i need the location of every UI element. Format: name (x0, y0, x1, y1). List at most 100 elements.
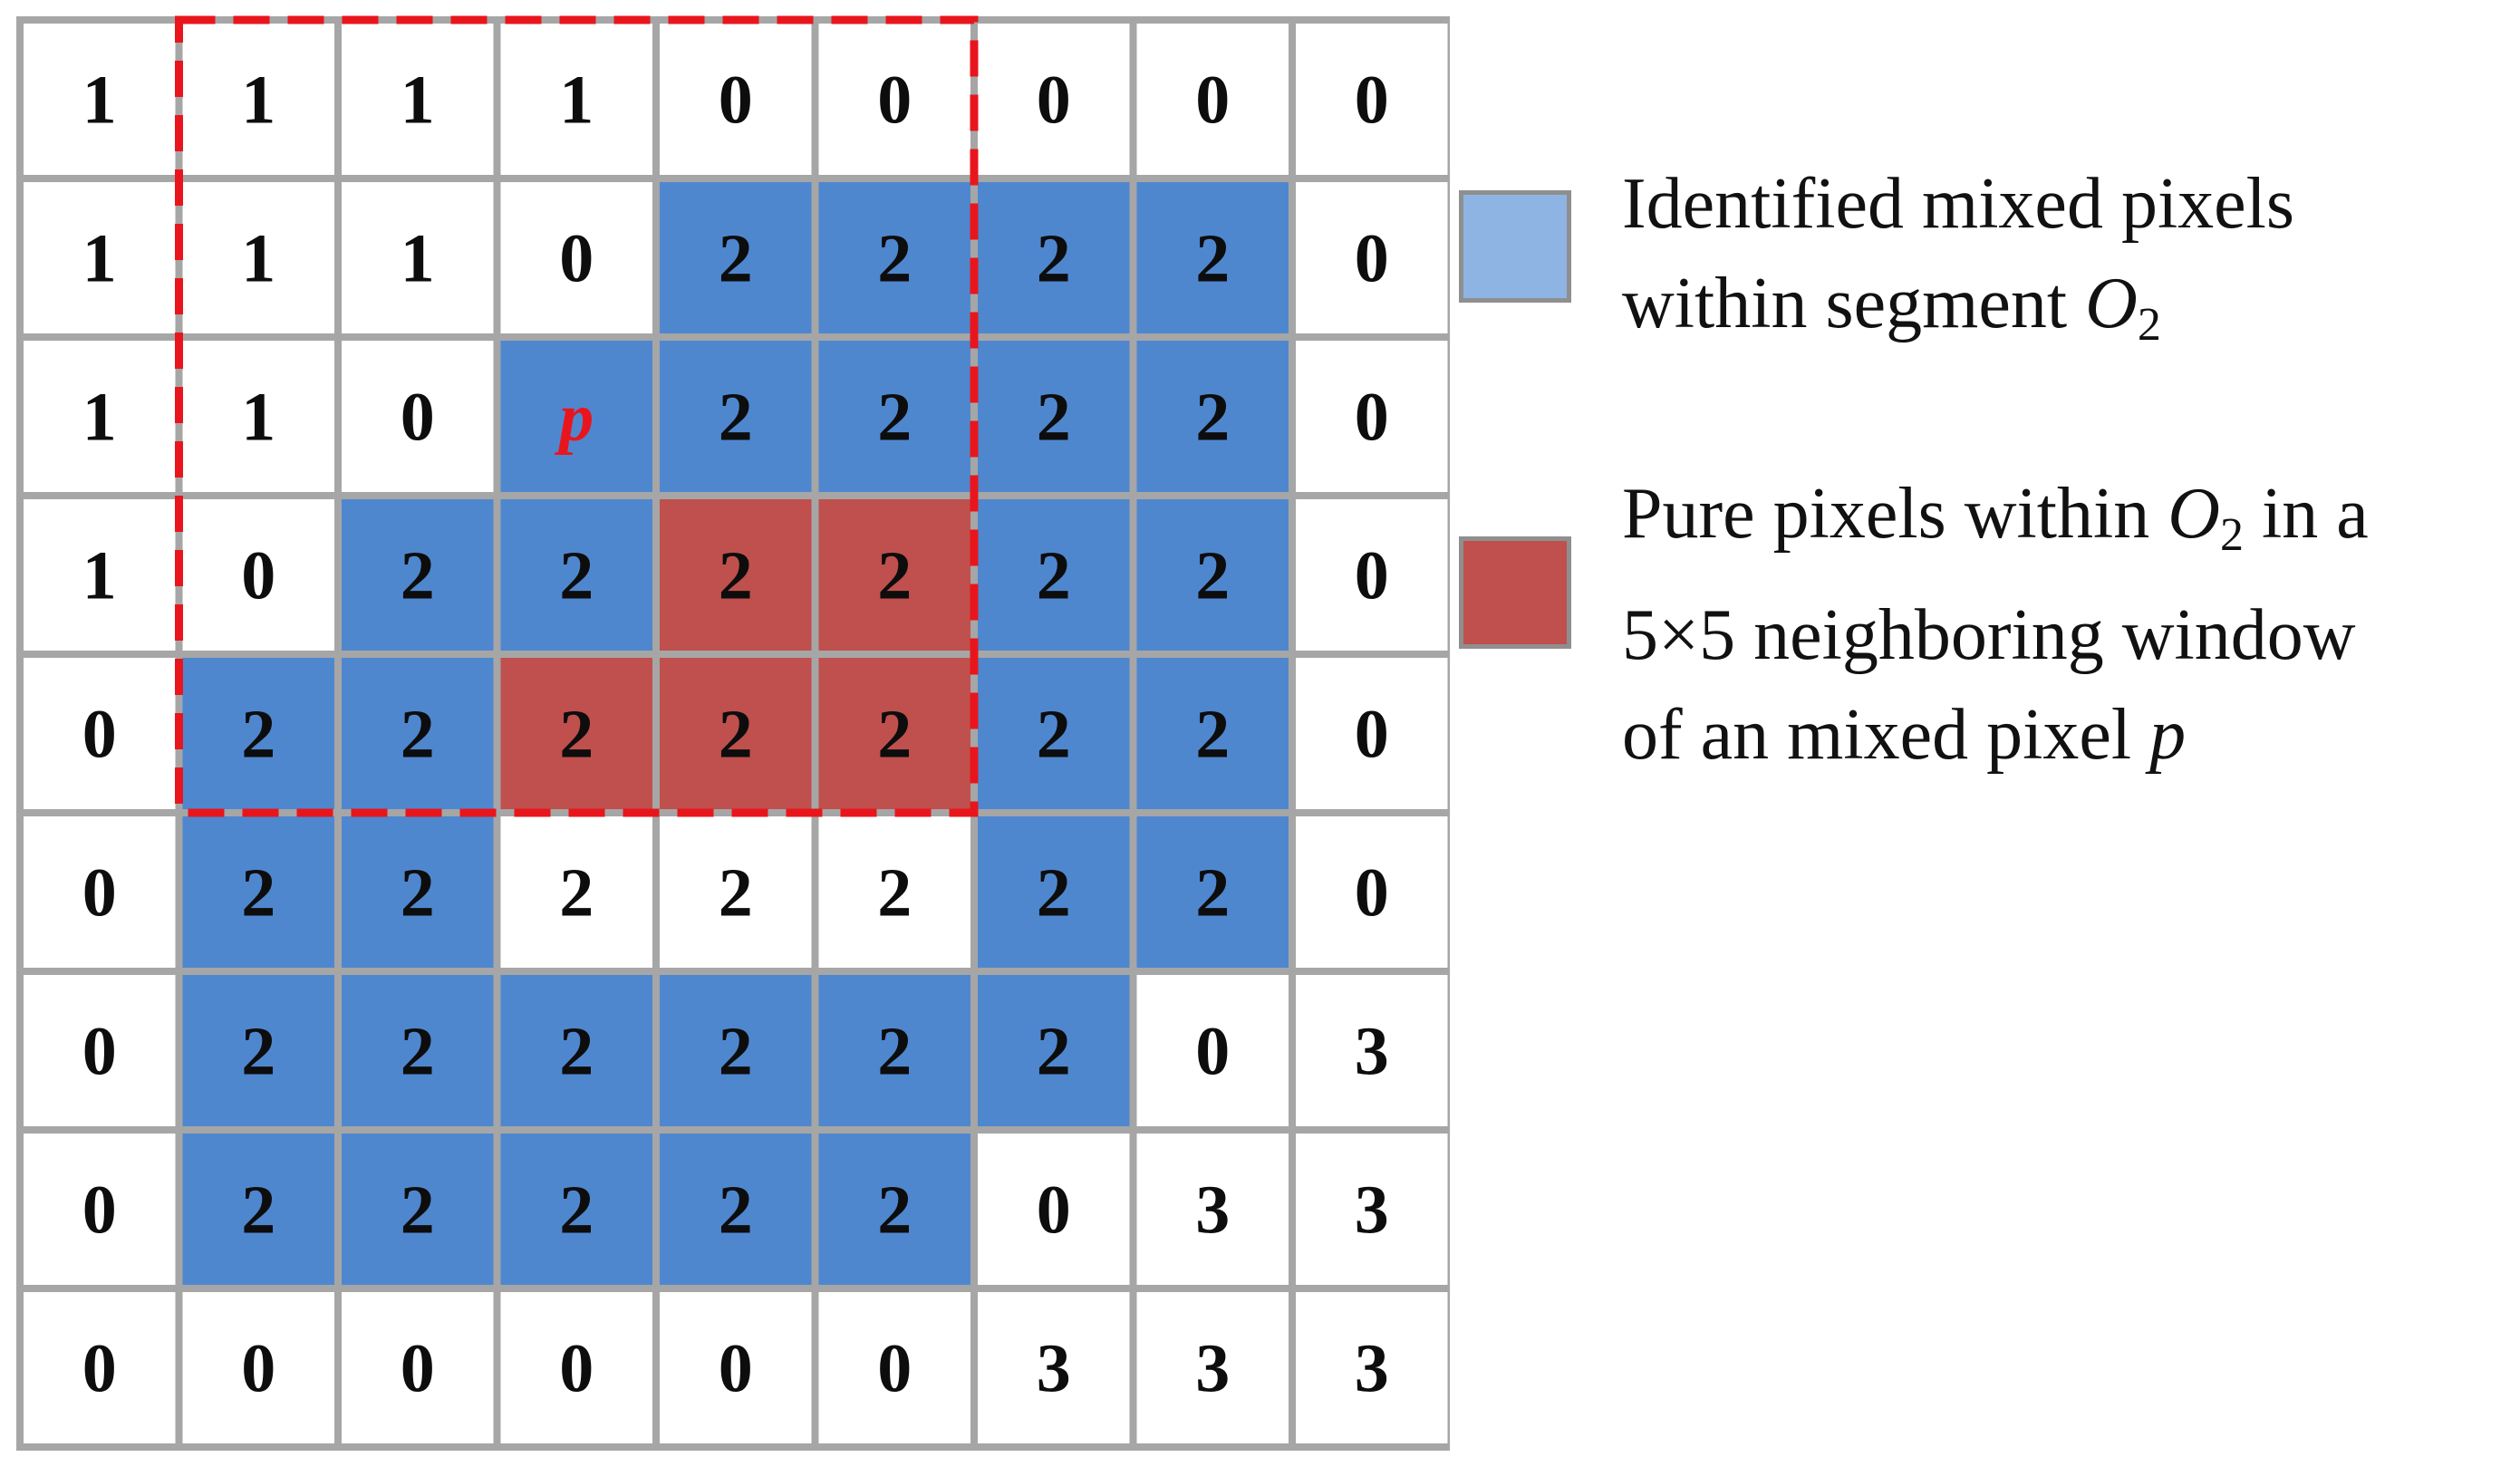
cell-value-r3-c5: 2 (877, 538, 912, 614)
cell-value-r5-c6: 2 (1037, 855, 1071, 931)
grid-cell-r2-c3 (497, 337, 656, 496)
grid-cell-r7-c2 (338, 1130, 497, 1288)
grid-cell-r4-c3 (497, 654, 656, 813)
cell-value-r4-c6: 2 (1037, 697, 1071, 773)
grid-cell-r5-c6 (974, 813, 1134, 971)
grid-cell-r7-c1 (179, 1130, 338, 1288)
grid-cell-r2-c7 (1133, 337, 1292, 496)
cell-value-r8-c4: 0 (719, 1331, 753, 1407)
grid-cell-r0-c6 (974, 20, 1134, 179)
cell-value-r1-c8: 0 (1355, 221, 1389, 297)
grid-cell-r8-c2 (338, 1288, 497, 1447)
cell-value-r0-c0: 1 (82, 63, 117, 139)
grid-cell-r0-c0 (20, 20, 179, 179)
cell-value-r8-c6: 3 (1037, 1331, 1071, 1407)
grid-cell-r6-c6 (974, 971, 1134, 1130)
grid-cell-r8-c1 (179, 1288, 338, 1447)
grid-cell-r0-c2 (338, 20, 497, 179)
cell-value-r2-c4: 2 (719, 380, 753, 456)
cell-value-r4-c7: 2 (1195, 697, 1230, 773)
cell-value-r6-c6: 2 (1037, 1014, 1071, 1090)
cell-value-r7-c0: 0 (82, 1172, 117, 1249)
grid-cell-r4-c2 (338, 654, 497, 813)
cell-value-r5-c1: 2 (241, 855, 275, 931)
grid-cell-r5-c7 (1133, 813, 1292, 971)
cell-value-r6-c4: 2 (719, 1014, 753, 1090)
cell-value-r0-c6: 0 (1037, 63, 1071, 139)
grid-cell-r2-c6 (974, 337, 1134, 496)
mixed-pixel-p-label: p (554, 380, 594, 456)
cell-value-r7-c7: 3 (1195, 1172, 1230, 1249)
cell-value-r6-c0: 0 (82, 1014, 117, 1090)
cell-value-r3-c4: 2 (719, 538, 753, 614)
cell-value-r6-c7: 0 (1195, 1014, 1230, 1090)
cell-value-r4-c1: 2 (241, 697, 275, 773)
cell-value-r1-c3: 0 (559, 221, 594, 297)
cell-value-r2-c7: 2 (1195, 380, 1230, 456)
legend-pure-pixel-var: p (2149, 695, 2187, 775)
grid-cell-r4-c4 (656, 654, 816, 813)
cell-value-r1-c5: 2 (877, 221, 912, 297)
legend-mixed-line-1: Identified mixed pixels (1622, 164, 2295, 244)
cell-value-r5-c3: 2 (559, 855, 594, 931)
grid-cell-r4-c0 (20, 654, 179, 813)
grid-cell-r8-c8 (1292, 1288, 1450, 1447)
cell-value-r1-c6: 2 (1037, 221, 1071, 297)
cell-value-r0-c8: 0 (1355, 63, 1389, 139)
cell-value-r7-c4: 2 (719, 1172, 753, 1249)
legend-pure-segment-sub: 2 (2219, 509, 2244, 561)
legend-mixed-line-2: within segment O2 (1622, 254, 2294, 375)
grid-cell-r4-c5 (815, 654, 974, 813)
cell-value-r1-c0: 1 (82, 221, 117, 297)
cell-value-r7-c3: 2 (559, 1172, 594, 1249)
legend-mixed-segment-var: O (2085, 264, 2138, 343)
legend-pure-label: Pure pixels within O2 in a 5×5 neighbori… (1622, 464, 2369, 785)
cell-value-r0-c4: 0 (719, 63, 753, 139)
cell-value-r0-c1: 1 (241, 63, 275, 139)
cell-value-r8-c0: 0 (82, 1331, 117, 1407)
cell-value-r2-c1: 1 (241, 380, 275, 456)
grid-cell-r8-c5 (815, 1288, 974, 1447)
grid-cell-r7-c8 (1292, 1130, 1450, 1288)
grid-cell-r7-c7 (1133, 1130, 1292, 1288)
legend-mixed-segment-sub: 2 (2137, 299, 2161, 351)
cell-value-r4-c8: 0 (1355, 697, 1389, 773)
grid-cell-r4-c7 (1133, 654, 1292, 813)
cell-value-r7-c2: 2 (401, 1172, 435, 1249)
cell-value-r7-c8: 3 (1355, 1172, 1389, 1249)
grid-cell-r2-c8 (1292, 337, 1450, 496)
cell-value-r5-c2: 2 (401, 855, 435, 931)
grid-cell-r5-c8 (1292, 813, 1450, 971)
grid-cell-r8-c4 (656, 1288, 816, 1447)
grid-cell-r1-c4 (656, 179, 816, 337)
grid-cell-r0-c3 (497, 20, 656, 179)
cell-value-r5-c8: 0 (1355, 855, 1389, 931)
cell-value-r1-c1: 1 (241, 221, 275, 297)
grid-cell-r6-c5 (815, 971, 974, 1130)
grid-cell-r1-c2 (338, 179, 497, 337)
grid-cell-r1-c5 (815, 179, 974, 337)
cell-value-r2-c0: 1 (82, 380, 117, 456)
cell-value-r6-c2: 2 (401, 1014, 435, 1090)
cell-value-r6-c8: 3 (1355, 1014, 1389, 1090)
legend-swatch-pure (1459, 536, 1571, 649)
grid-cell-r7-c4 (656, 1130, 816, 1288)
legend-swatch-mixed (1459, 190, 1571, 303)
grid-cell-r3-c0 (20, 496, 179, 654)
cell-value-r3-c2: 2 (401, 538, 435, 614)
grid-cell-r1-c0 (20, 179, 179, 337)
cell-value-r0-c3: 1 (559, 63, 594, 139)
cell-value-r2-c5: 2 (877, 380, 912, 456)
grid-cell-r1-c8 (1292, 179, 1450, 337)
grid-cell-r5-c3 (497, 813, 656, 971)
grid-cell-r0-c5 (815, 20, 974, 179)
grid-cell-r0-c8 (1292, 20, 1450, 179)
grid-cell-r3-c8 (1292, 496, 1450, 654)
grid-cell-r3-c2 (338, 496, 497, 654)
grid-cell-r2-c2 (338, 337, 497, 496)
cell-value-r7-c1: 2 (241, 1172, 275, 1249)
cell-value-r7-c5: 2 (877, 1172, 912, 1249)
grid-cell-r4-c8 (1292, 654, 1450, 813)
